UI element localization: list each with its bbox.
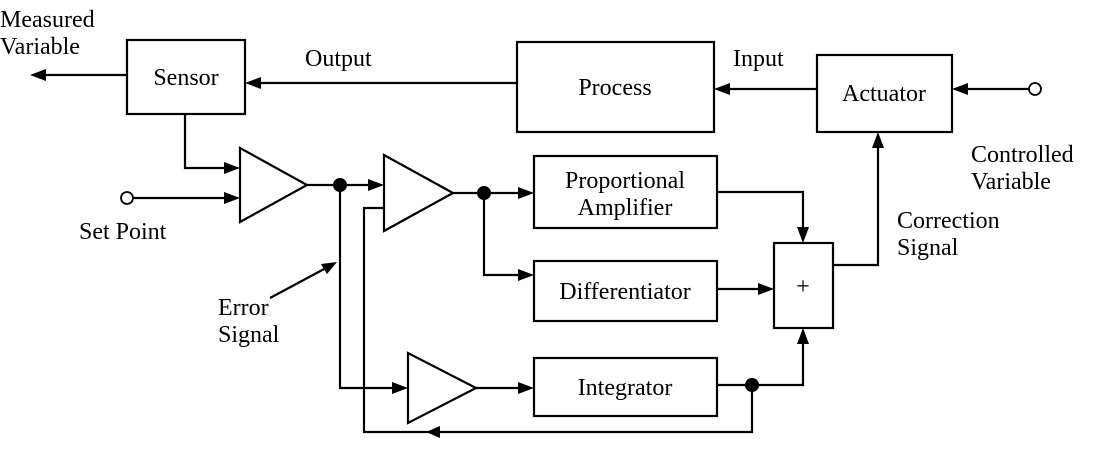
correction-signal-label-line1: Correction	[897, 208, 1000, 234]
controlled-variable-arrowhead	[952, 83, 968, 95]
sensor-label: Sensor	[153, 65, 218, 91]
measured-variable-arrowhead	[30, 69, 46, 81]
summer-label: +	[796, 274, 810, 300]
actuator-block	[815, 53, 954, 134]
differentiator-block	[532, 259, 719, 323]
set-point-label: Set Point	[79, 219, 167, 245]
differentiator-input-arrowhead	[518, 269, 534, 281]
integrator-output-arrowhead	[797, 328, 809, 344]
proportional-output-arrowhead	[797, 227, 809, 243]
error-amplifier	[238, 146, 310, 224]
integrator-block	[532, 356, 719, 418]
summer-block	[772, 241, 835, 330]
buffer-amplifier	[382, 153, 456, 233]
differentiator-label: Differentiator	[559, 279, 691, 305]
proportional-label-line1: Proportional	[565, 168, 685, 194]
sensor-block	[125, 38, 247, 116]
error-signal-label-line1: Error	[218, 295, 269, 321]
measured-variable-label-line2: Variable	[0, 34, 80, 60]
set-point-terminal	[120, 191, 134, 205]
error-signal-label-line2: Signal	[218, 322, 280, 348]
output-label: Output	[305, 46, 372, 72]
error-to-integrator-arrowhead	[392, 382, 408, 394]
sensor-feedback-line	[183, 114, 226, 170]
process-block	[515, 40, 716, 134]
correction-signal-arrowhead	[872, 132, 884, 148]
integrator-feedback-line	[362, 206, 754, 434]
integrator-label: Integrator	[578, 375, 673, 401]
error-signal-pointer-arrowhead	[321, 262, 337, 274]
input-arrowhead	[714, 83, 730, 95]
controlled-variable-terminal	[1028, 82, 1042, 96]
controlled-variable-label-line1: Controlled	[971, 142, 1074, 168]
measured-variable-label-line1: Measured	[0, 7, 95, 33]
correction-signal-line	[833, 146, 880, 267]
controlled-variable-label-line2: Variable	[971, 169, 1051, 195]
error-signal-arrowhead	[368, 179, 384, 191]
input-label: Input	[733, 46, 784, 72]
proportional-input-arrowhead	[518, 187, 534, 199]
integrator-output-line	[717, 342, 805, 387]
integrator-input-arrowhead	[518, 382, 534, 394]
differentiator-output-arrowhead	[758, 283, 774, 295]
integrator-input-amplifier	[406, 351, 479, 425]
error-to-integrator-line	[338, 185, 394, 390]
output-arrowhead	[245, 77, 261, 89]
set-point-arrowhead	[224, 192, 240, 204]
differentiator-input-line	[482, 193, 520, 277]
proportional-label-line2: Amplifier	[578, 195, 673, 221]
correction-signal-label-line2: Signal	[897, 235, 959, 261]
error-signal-pointer-line	[269, 267, 327, 299]
process-label: Process	[578, 75, 651, 101]
sensor-feedback-arrowhead	[224, 162, 240, 174]
actuator-label: Actuator	[842, 81, 926, 107]
integrator-feedback-arrowhead	[426, 426, 440, 438]
integrator-junction-dot	[745, 378, 759, 392]
proportional-output-line	[717, 190, 805, 229]
